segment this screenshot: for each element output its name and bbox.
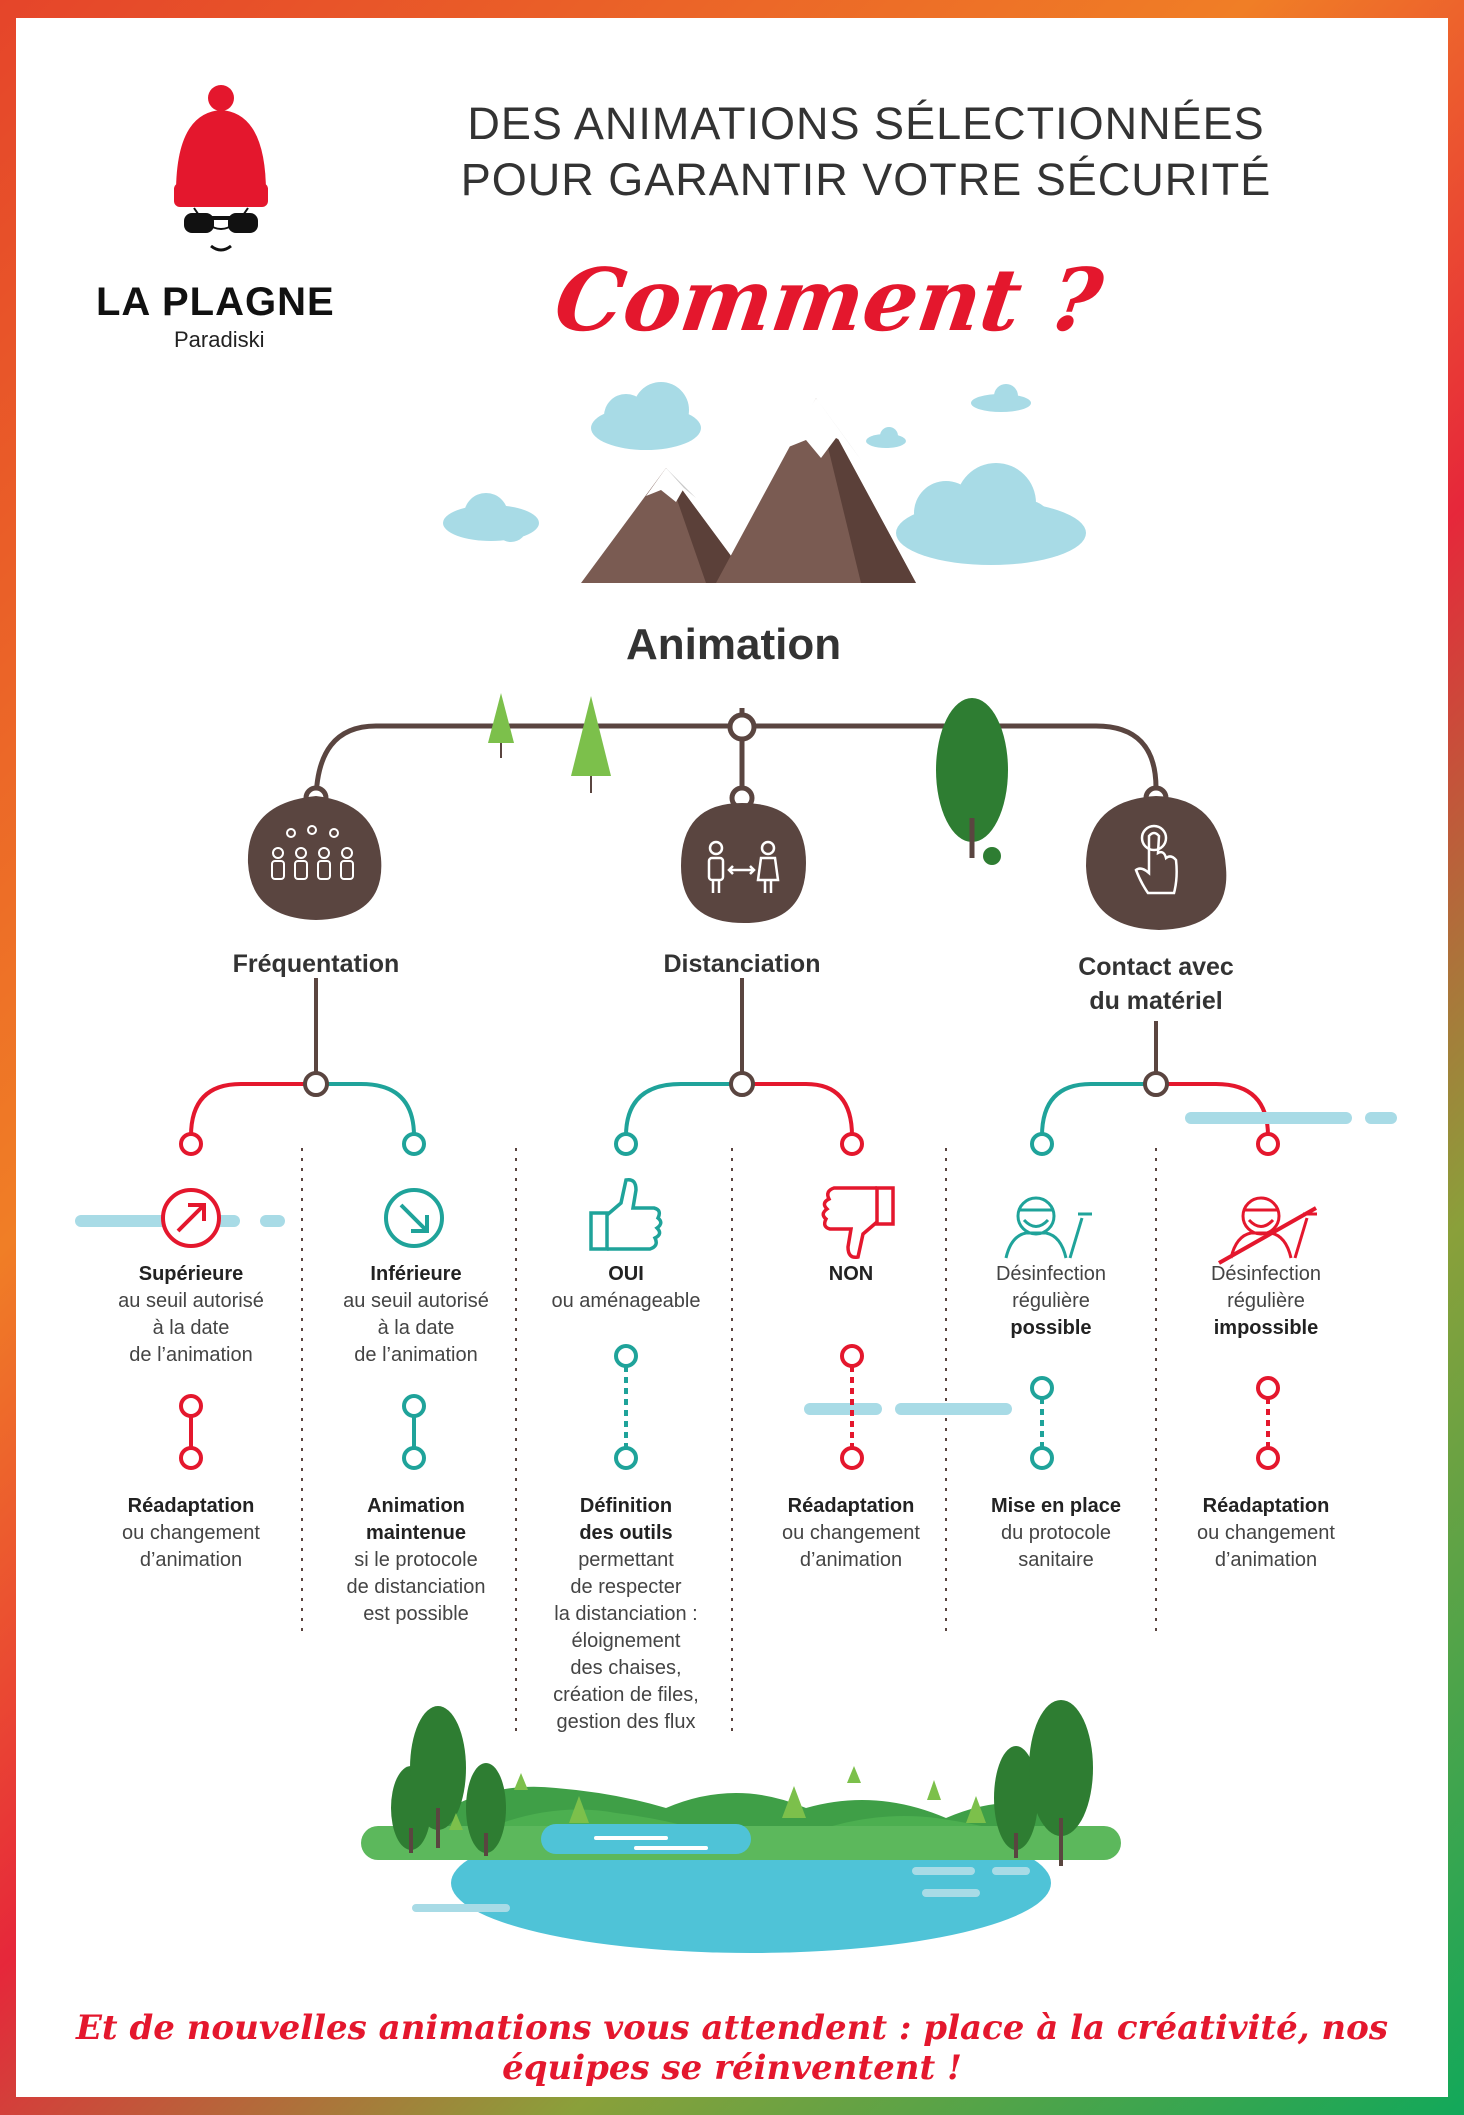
result-title: Réadaptation xyxy=(127,1495,255,1517)
logo-name: LA PLAGNE xyxy=(96,280,335,324)
result-line: des chaises, xyxy=(570,1657,682,1679)
category-frequentation: Fréquentation xyxy=(232,950,400,978)
result-line: d’animation xyxy=(1214,1549,1318,1571)
thumbs-down-icon xyxy=(821,1186,895,1260)
result-line: ou changement xyxy=(782,1522,920,1544)
result-line: de respecter xyxy=(570,1576,682,1598)
root-node-label: Animation xyxy=(626,620,842,669)
branch-title: OUI xyxy=(608,1263,644,1285)
result-line: création de files, xyxy=(553,1684,699,1706)
result-line: éloignement xyxy=(571,1630,681,1652)
landscape-illustration xyxy=(361,1700,1121,1953)
branch-title: Inférieure xyxy=(370,1263,462,1285)
distance-icon xyxy=(681,803,806,923)
result-readaptation-2: Réadaptation ou changement d’animation xyxy=(761,1493,941,1574)
comment-heading: Comment ? xyxy=(548,250,1109,351)
result-title: Mise en place xyxy=(990,1495,1122,1517)
category-contact-line-2: du matériel xyxy=(1089,987,1223,1015)
arrow-down-right-icon xyxy=(384,1188,444,1248)
result-line: gestion des flux xyxy=(556,1711,696,1733)
category-contact: Contact avec du matériel xyxy=(1046,950,1266,1018)
result-title-1: Définition xyxy=(579,1495,673,1517)
branch-line: au seuil autorisé xyxy=(118,1290,264,1312)
result-title: Réadaptation xyxy=(1202,1495,1330,1517)
touch-hand-icon xyxy=(1086,796,1227,930)
result-definition-outils: Définition des outils permettant de resp… xyxy=(536,1493,716,1736)
result-line: ou changement xyxy=(1197,1522,1335,1544)
branch-line: Désinfection xyxy=(995,1263,1107,1285)
result-line: si le protocole xyxy=(354,1549,478,1571)
branch-inferieure: Inférieure au seuil autorisé à la date d… xyxy=(321,1261,511,1369)
result-title: Réadaptation xyxy=(787,1495,915,1517)
category-distanciation: Distanciation xyxy=(663,950,821,978)
footer-tagline: Et de nouvelles animations vous attenden… xyxy=(76,2008,1388,2088)
branch-line: régulière xyxy=(1012,1290,1090,1312)
result-line: est possible xyxy=(363,1603,469,1625)
result-title-2: maintenue xyxy=(365,1522,467,1544)
branch-non: NON xyxy=(771,1261,931,1288)
result-line: d’animation xyxy=(139,1549,243,1571)
disinfection-icon xyxy=(1004,1196,1092,1259)
branch-line-strong: possible xyxy=(1010,1317,1092,1339)
branch-superieure: Supérieure au seuil autorisé à la date d… xyxy=(96,1261,286,1369)
result-line: du protocole xyxy=(1000,1522,1112,1544)
result-line: la distanciation : xyxy=(554,1603,698,1625)
result-line: de distanciation xyxy=(346,1576,486,1598)
branch-title: Supérieure xyxy=(138,1263,244,1285)
result-line: permettant xyxy=(578,1549,674,1571)
branch-line: à la date xyxy=(377,1317,455,1339)
result-line: ou changement xyxy=(122,1522,260,1544)
branch-line: de l’animation xyxy=(129,1344,253,1366)
decor-layer xyxy=(75,85,1397,1953)
result-line: sanitaire xyxy=(1018,1549,1094,1571)
result-readaptation-1: Réadaptation ou changement d’animation xyxy=(96,1493,286,1574)
branch-line: de l’animation xyxy=(354,1344,478,1366)
logo-subtitle: Paradiski xyxy=(174,327,265,352)
disinfection-crossed-icon xyxy=(1218,1196,1317,1265)
branch-line: régulière xyxy=(1227,1290,1305,1312)
branch-title: NON xyxy=(828,1263,874,1285)
mountains xyxy=(581,398,916,583)
small-trees xyxy=(488,693,1008,865)
branch-line-strong: impossible xyxy=(1213,1317,1319,1339)
branch-possible: Désinfection régulière possible xyxy=(961,1261,1141,1342)
result-animation-maintenue: Animation maintenue si le protocole de d… xyxy=(321,1493,511,1628)
infographic-canvas: DES ANIMATIONS SÉLECTIONNÉES POUR GARANT… xyxy=(16,18,1448,2097)
result-mise-en-place: Mise en place du protocole sanitaire xyxy=(961,1493,1151,1574)
result-title-2: des outils xyxy=(579,1522,673,1544)
result-title-1: Animation xyxy=(367,1495,465,1517)
beanie-logo-icon xyxy=(174,85,268,252)
branch-line: Désinfection xyxy=(1210,1263,1322,1285)
result-line: d’animation xyxy=(799,1549,903,1571)
arrow-up-right-icon xyxy=(161,1188,221,1248)
title-line-1: DES ANIMATIONS SÉLECTIONNÉES xyxy=(467,98,1265,149)
branch-line: à la date xyxy=(152,1317,230,1339)
clouds xyxy=(443,382,1086,565)
branch-line: au seuil autorisé xyxy=(343,1290,489,1312)
branch-oui: OUI ou aménageable xyxy=(536,1261,716,1315)
branch-line: ou aménageable xyxy=(551,1290,701,1312)
category-contact-line-1: Contact avec xyxy=(1078,953,1234,981)
title-line-2: POUR GARANTIR VOTRE SÉCURITÉ xyxy=(460,154,1272,205)
branch-impossible: Désinfection régulière impossible xyxy=(1176,1261,1356,1342)
crowd-icon xyxy=(247,796,382,920)
thumbs-up-icon xyxy=(589,1177,663,1251)
result-readaptation-3: Réadaptation ou changement d’animation xyxy=(1176,1493,1356,1574)
page-title: DES ANIMATIONS SÉLECTIONNÉES POUR GARANT… xyxy=(446,96,1286,208)
